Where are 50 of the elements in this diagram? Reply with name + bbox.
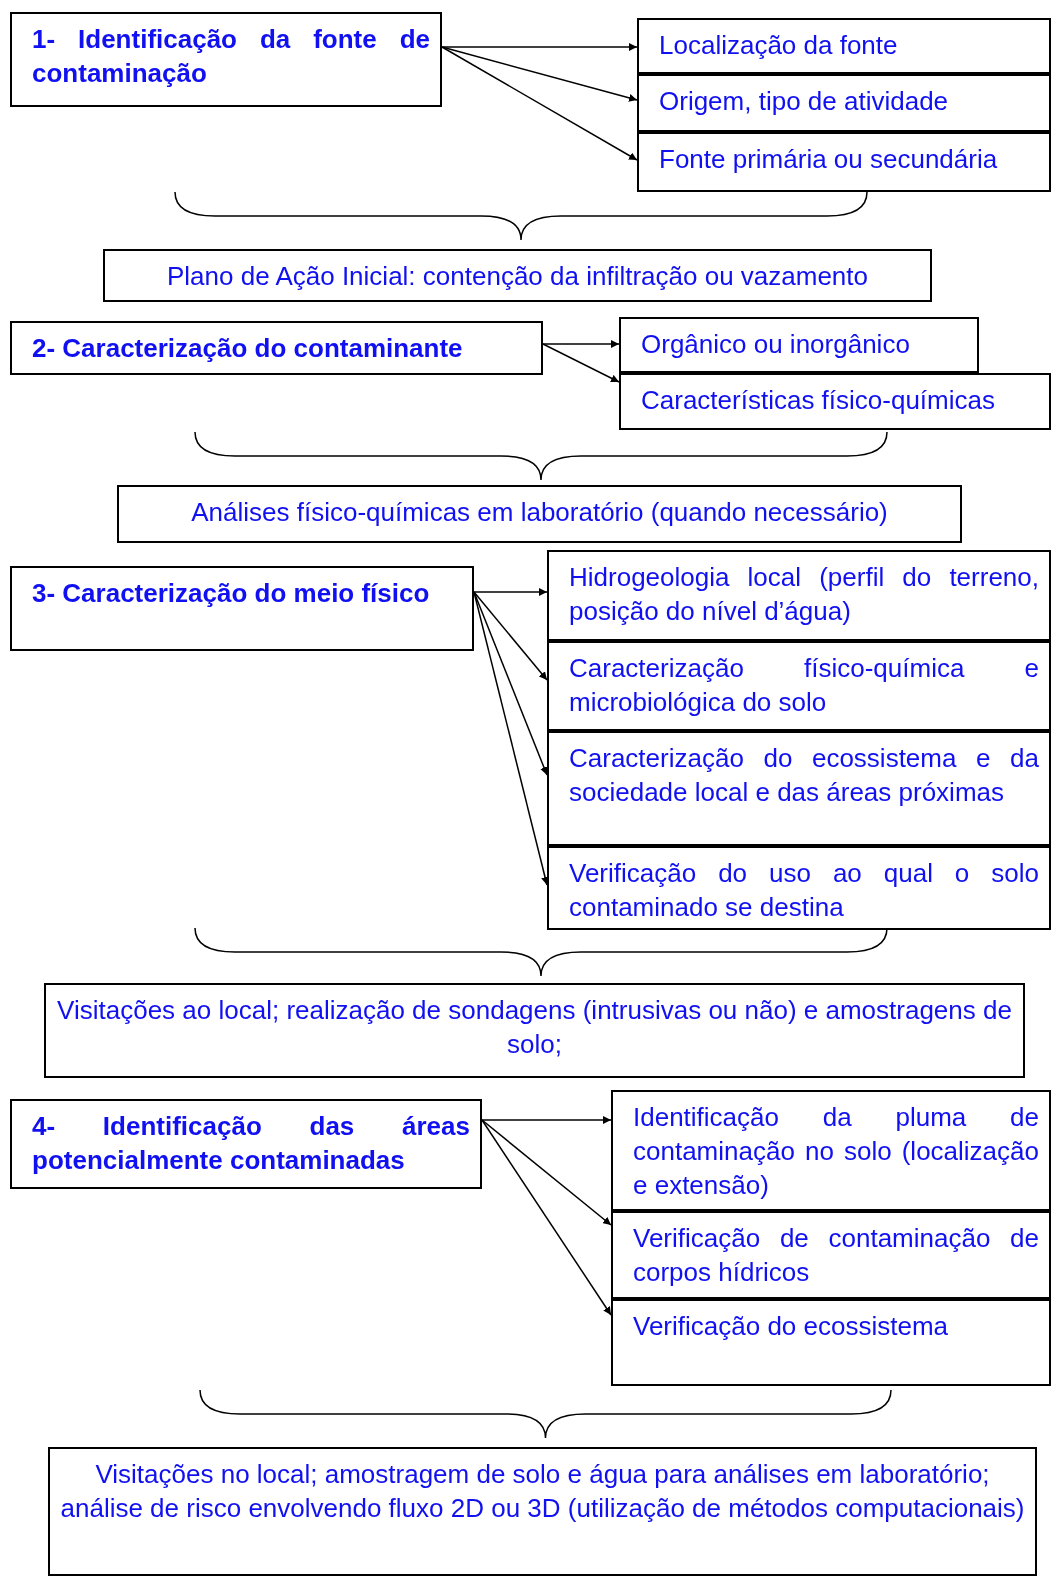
action-box <box>117 485 962 543</box>
arrow <box>473 591 548 681</box>
arrow <box>542 343 620 383</box>
step-box <box>10 12 442 107</box>
arrow <box>481 1119 612 1316</box>
action-box <box>103 249 932 302</box>
step-box <box>10 1099 482 1189</box>
detail-text: Verificação do uso ao qual o solo contaminado se destina <box>569 857 1039 924</box>
step-title: 4- Identificação das áreas potencialmente contaminadas <box>32 1110 470 1177</box>
detail-text: Características físico-químicas <box>641 384 996 417</box>
detail-box <box>637 18 1051 74</box>
action-text: Visitações ao local; realização de sondagens (intrusivas ou não) e amostragens de solo; <box>56 994 1013 1061</box>
detail-text: Caracterização do ecossistema e da sociedade local e das áreas próximas <box>569 742 1039 809</box>
arrow <box>481 1119 612 1226</box>
action-box <box>44 983 1025 1078</box>
detail-box <box>619 317 979 373</box>
step-title: 2- Caracterização do contaminante <box>32 332 464 365</box>
detail-box <box>547 731 1051 846</box>
detail-box <box>619 373 1051 430</box>
arrow <box>473 588 548 596</box>
detail-text: Origem, tipo de atividade <box>659 85 950 118</box>
detail-box <box>611 1090 1051 1211</box>
arrow <box>441 46 638 161</box>
action-text: Plano de Ação Inicial: contenção da infiltração ou vazamento <box>166 260 869 293</box>
detail-box <box>547 846 1051 930</box>
action-text: Visitações no local; amostragem de solo e água para análises em laboratório; análise de risco envolvendo fluxo 2D ou 3D (utilização de métodos computacionais) <box>60 1458 1025 1525</box>
step-box <box>10 566 474 651</box>
arrow <box>481 1116 612 1124</box>
detail-text: Verificação de contaminação de corpos hídricos <box>633 1222 1039 1289</box>
detail-box <box>637 74 1051 132</box>
detail-box <box>547 550 1051 641</box>
detail-text: Localização da fonte <box>659 29 899 62</box>
detail-text: Verificação do ecossistema <box>633 1310 950 1343</box>
arrow <box>441 43 638 51</box>
step-box <box>10 321 543 375</box>
step-title: 1- Identificação da fonte de contaminação <box>32 23 430 90</box>
step-title: 3- Caracterização do meio físico <box>32 577 431 610</box>
detail-text: Hidrogeologia local (perfil do terreno, posição do nível d’água) <box>569 561 1039 628</box>
detail-box <box>611 1211 1051 1299</box>
detail-box <box>547 641 1051 731</box>
detail-text: Fonte primária ou secundária <box>659 143 999 176</box>
action-box <box>48 1447 1037 1576</box>
arrow <box>542 340 620 348</box>
detail-box <box>637 132 1051 192</box>
detail-box <box>611 1299 1051 1386</box>
detail-text: Caracterização físico-química e microbiológica do solo <box>569 652 1039 719</box>
arrow <box>441 46 638 102</box>
detail-text: Orgânico ou inorgânico <box>641 328 911 361</box>
action-text: Análises físico-químicas em laboratório (quando necessário) <box>190 496 889 529</box>
detail-text: Identificação da pluma de contaminação no solo (localização e extensão) <box>633 1101 1039 1202</box>
